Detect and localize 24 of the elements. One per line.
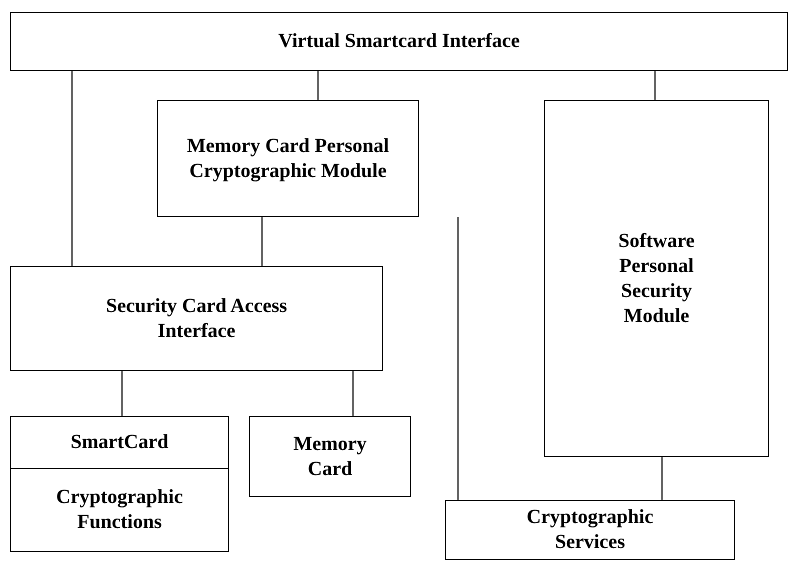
component-box — [544, 100, 769, 457]
connector-line — [121, 371, 123, 416]
component-box — [10, 266, 383, 371]
box-label: Cryptographic Services — [526, 505, 654, 555]
component-box — [249, 416, 411, 497]
box-label: Software Personal Security Module — [617, 228, 696, 328]
box-label: Security Card Access Interface — [104, 294, 288, 344]
component-box — [10, 468, 229, 552]
connector-line — [352, 371, 354, 416]
box-label: Cryptographic Functions — [55, 485, 184, 535]
component-box — [157, 100, 419, 217]
box-label: Memory Card Personal Cryptographic Module — [186, 134, 390, 184]
connector-line — [317, 71, 319, 100]
connector-line — [261, 217, 263, 266]
connector-line — [71, 71, 73, 266]
box-label: SmartCard — [70, 430, 168, 455]
component-box — [10, 416, 229, 469]
box-label: Memory Card — [292, 432, 368, 482]
connector-line — [654, 71, 656, 100]
component-box — [10, 12, 788, 71]
connector-line — [661, 457, 663, 500]
component-box — [445, 500, 735, 560]
connector-line — [457, 217, 459, 500]
box-label: Virtual Smartcard Interface — [278, 29, 520, 54]
